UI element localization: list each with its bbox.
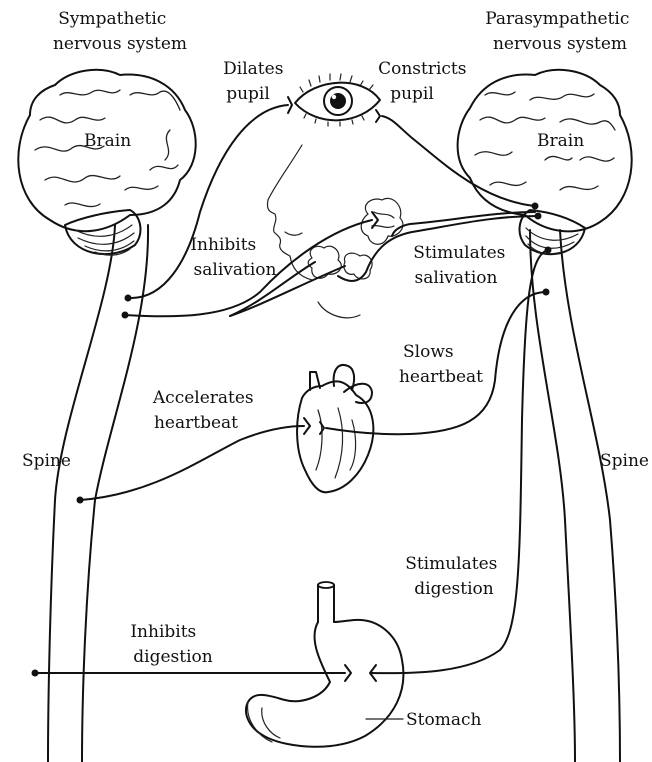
spine-left-label: Spine xyxy=(22,451,71,471)
salivary-glands xyxy=(308,198,403,279)
nerve-stimulates-digestion xyxy=(372,250,548,673)
eye xyxy=(295,74,380,126)
left-spine-inner xyxy=(82,225,148,762)
brain-right-label: Brain xyxy=(537,131,584,151)
label-inhibits-salivation: Inhibits salivation xyxy=(190,235,276,280)
pupil xyxy=(330,93,346,109)
heart-outline xyxy=(297,381,373,492)
label-stimulates-digestion: Stimulates digestion xyxy=(405,554,503,599)
parasympathetic-header-line1: Parasympathetic xyxy=(485,9,629,29)
label-accelerates-heartbeat: Accelerates heartbeat xyxy=(152,388,259,433)
left-brain xyxy=(18,70,195,255)
spine-right-label: Spine xyxy=(600,451,649,471)
nerve-accelerates-heartbeat xyxy=(80,426,304,500)
stomach-outline xyxy=(246,620,403,747)
stomach xyxy=(246,582,403,747)
label-dilates-pupil: Dilates pupil xyxy=(223,59,289,104)
parasympathetic-header-line2: nervous system xyxy=(493,34,627,54)
nerve-slows-heartbeat xyxy=(326,292,546,434)
label-slows-heartbeat: Slows heartbeat xyxy=(399,342,483,387)
label-inhibits-digestion: Inhibits digestion xyxy=(130,622,212,667)
left-spine-outer xyxy=(48,225,115,762)
brain-left-label: Brain xyxy=(84,131,131,151)
label-constricts-pupil: Constricts pupil xyxy=(378,59,472,104)
label-stimulates-salivation: Stimulates salivation xyxy=(413,243,511,288)
nerve-constricts-pupil xyxy=(382,116,535,206)
right-spine-inner xyxy=(530,230,575,762)
sympathetic-header-line1: Sympathetic xyxy=(58,9,166,29)
right-brain xyxy=(458,70,632,254)
parasympathetic-header: Parasympathetic nervous system xyxy=(485,9,635,54)
stomach-label: Stomach xyxy=(406,710,481,730)
sympathetic-header-line2: nervous system xyxy=(53,34,187,54)
right-spine-outer xyxy=(560,230,620,762)
sympathetic-header: Sympathetic nervous system xyxy=(53,9,187,54)
